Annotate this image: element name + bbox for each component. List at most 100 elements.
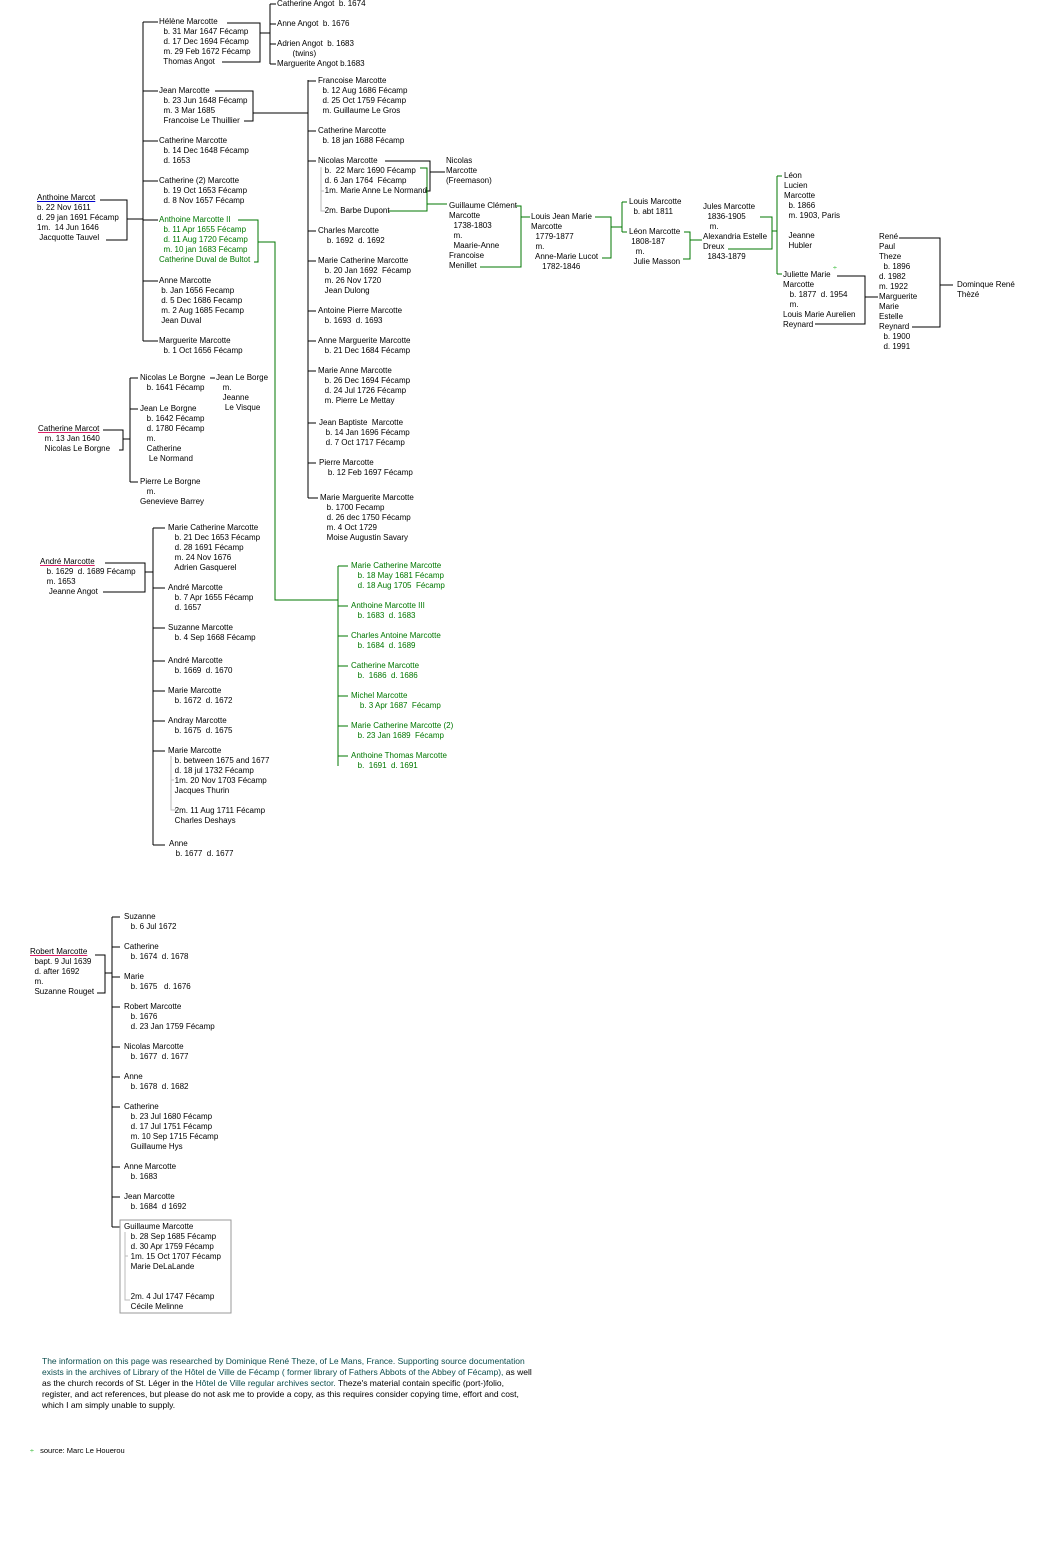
person-detail-line: 1843-1879: [703, 252, 746, 261]
person-detail-line: (Freemason): [446, 176, 492, 185]
person-detail-line: b. 21 Dec 1653 Fécamp: [168, 533, 261, 542]
person-detail-line: d. 5 Dec 1686 Fecamp: [159, 296, 243, 305]
child-marie: Marie b. 1675 d. 1676: [124, 972, 191, 992]
person-detail-line: d. 1780 Fécamp: [140, 424, 205, 433]
person-detail-line: b. 14 Jan 1696 Fécamp: [319, 428, 410, 437]
person-detail-line: b. 31 Mar 1647 Fécamp: [159, 27, 249, 36]
person-detail-line: b. 12 Aug 1686 Fécamp: [318, 86, 408, 95]
person-catherine-marcot-link[interactable]: Catherine Marcot m. 13 Jan 1640 Nicolas …: [38, 424, 110, 454]
person-detail-line: m. 26 Nov 1720: [318, 276, 382, 285]
person-detail-line: b. 1675 d. 1675: [168, 726, 233, 735]
child-pierre: Pierre Marcotte b. 12 Feb 1697 Fécamp: [319, 458, 413, 478]
person-detail-line: Moise Augustin Savary: [320, 533, 409, 542]
person-detail-line: b. abt 1811: [629, 207, 673, 216]
person-detail-line: b. 1677 d. 1677: [124, 1052, 189, 1061]
person-robert-link[interactable]: Robert Marcotte bapt. 9 Jul 1639 d. afte…: [30, 947, 94, 997]
person-name[interactable]: Catherine Marcot: [38, 424, 100, 433]
person-detail-line: Paul: [879, 242, 896, 251]
person-name: Marie Catherine Marcotte (2): [351, 721, 454, 730]
person-name: Anne: [124, 1072, 143, 1081]
person-name[interactable]: Anthoine Marcot: [37, 193, 96, 202]
person-detail-line: 1m. 14 Jun 1646: [37, 223, 99, 232]
person-detail-line: b. 12 Feb 1697 Fécamp: [319, 468, 413, 477]
child-anne-marcotte: Anne Marcotte b. 1683: [124, 1162, 176, 1182]
person-name: Pierre Marcotte: [319, 458, 374, 467]
person-name: René: [879, 232, 899, 241]
person-detail-line: b. 1866: [784, 201, 816, 210]
child-guillaume: Guillaume Marcotte b. 28 Sep 1685 Fécamp…: [124, 1222, 221, 1312]
child-anne: Anne b. 1677 d. 1677: [169, 839, 234, 859]
person-name[interactable]: André Marcotte: [40, 557, 95, 566]
person-detail-line: Adrien Angot b. 1683: [277, 39, 354, 48]
child-green-anthoine-thomas: Anthoine Thomas Marcotte b. 1691 d. 1691: [351, 751, 447, 771]
person-detail-line: [168, 796, 269, 806]
person-name: Juliette Marie: [783, 270, 831, 279]
person-detail-line: Marcotte: [446, 166, 478, 175]
research-note-teal: The information on this page was researc…: [42, 1356, 525, 1377]
person-detail-line: Alexandria Estelle: [703, 232, 768, 241]
child-green-marie-catherine-2: Marie Catherine Marcotte (2) b. 23 Jan 1…: [351, 721, 453, 741]
person-detail-line: b. 1 Oct 1656 Fécamp: [159, 346, 243, 355]
person-name[interactable]: Robert Marcotte: [30, 947, 88, 956]
child-anne-marguerite: Anne Marguerite Marcotte b. 21 Dec 1684 …: [318, 336, 411, 356]
person-leon: Léon Marcotte 1808-187 m. Julie Masson: [629, 227, 680, 267]
child-anne: Anne b. 1678 d. 1682: [124, 1072, 189, 1092]
person-catherine-2: Catherine (2) Marcotte b. 19 Oct 1653 Fé…: [159, 176, 247, 206]
person-detail-line: b. 1676: [124, 1012, 158, 1021]
person-name: Catherine Angot b. 1674: [277, 0, 366, 8]
child-marie: Marie Marcotte b. 1672 d. 1672: [168, 686, 233, 706]
person-detail-line: Suzanne Rouget: [30, 987, 95, 996]
person-detail-line: m.: [449, 231, 463, 240]
person-detail-line: b. 23 Jul 1680 Fécamp: [124, 1112, 213, 1121]
person-detail-line: b. 21 Dec 1684 Fécamp: [318, 346, 411, 355]
person-detail-line: m. 1903, Paris: [784, 211, 841, 220]
person-name: Hélène Marcotte: [159, 17, 218, 26]
person-detail-line: b. 1641 Fécamp: [140, 383, 205, 392]
person-detail-line: m. 1653: [40, 577, 76, 586]
person-detail-line: [124, 1272, 221, 1282]
person-detail-line: Francoise: [449, 251, 485, 260]
person-detail-line: Adrien Gasquerel: [168, 563, 237, 572]
person-name: Nicolas Marcotte: [318, 156, 378, 165]
person-detail-line: 2m. 11 Aug 1711 Fécamp: [168, 806, 266, 815]
person-detail-line: Jeanne: [216, 393, 249, 402]
person-detail-line: b. 1691 d. 1691: [351, 761, 418, 770]
person-detail-line: b. 11 Apr 1655 Fécamp: [159, 225, 247, 234]
person-name: Anne Marguerite Marcotte: [318, 336, 411, 345]
person-detail-line: d. 29 jan 1691 Fécamp: [37, 213, 119, 222]
person-detail-line: bapt. 9 Jul 1639: [30, 957, 92, 966]
person-detail-line: d. after 1692: [30, 967, 80, 976]
person-andre-link[interactable]: André Marcotte b. 1629 d. 1689 Fécamp m.…: [40, 557, 136, 597]
child-marie-catherine: Marie Catherine Marcotte b. 20 Jan 1692 …: [318, 256, 411, 296]
person-detail-line: m. Guillaume Le Gros: [318, 106, 401, 115]
person-detail-line: b. 1692 d. 1692: [318, 236, 385, 245]
person-detail-line: b. 20 Jan 1692 Fécamp: [318, 266, 411, 275]
person-name: Pierre Le Borgne: [140, 477, 201, 486]
child-pierre-le-borgne: Pierre Le Borgne m.Genevieve Barrey: [140, 477, 204, 507]
person-detail-line: b. 1677 d. 1677: [169, 849, 234, 858]
research-note: The information on this page was researc…: [42, 1356, 532, 1411]
person-name: Marie Catherine Marcotte: [168, 523, 259, 532]
person-detail-line: b. 1684 d 1692: [124, 1202, 187, 1211]
person-jules: Jules Marcotte 1836-1905 m.Alexandria Es…: [703, 202, 767, 262]
person-detail-line: d. 17 Dec 1694 Fécamp: [159, 37, 249, 46]
person-detail-line: m. 4 Oct 1729: [320, 523, 377, 532]
person-detail-line: b. 1684 d. 1689: [351, 641, 416, 650]
person-detail-line: 1m. 20 Nov 1703 Fécamp: [168, 776, 267, 785]
person-detail-line: b. 1678 d. 1682: [124, 1082, 189, 1091]
person-detail-line: b. 1642 Fécamp: [140, 414, 205, 423]
person-detail-line: 1738-1803: [449, 221, 492, 230]
person-detail-line: Reynard: [783, 320, 814, 329]
person-detail-line: d. 25 Oct 1759 Fécamp: [318, 96, 407, 105]
person-name: Catherine Marcotte: [351, 661, 420, 670]
person-detail-line: Jacquotte Tauvel: [37, 233, 100, 242]
person-name: Marie Catherine Marcotte: [318, 256, 409, 265]
child-green-anthoine-iii: Anthoine Marcotte III b. 1683 d. 1683: [351, 601, 425, 621]
person-detail-line: b. 18 jan 1688 Fécamp: [318, 136, 405, 145]
person-jean: Jean Marcotte b. 23 Jun 1648 Fécamp m. 3…: [159, 86, 248, 126]
child-catherine-2: Catherine b. 23 Jul 1680 Fécamp d. 17 Ju…: [124, 1102, 218, 1152]
